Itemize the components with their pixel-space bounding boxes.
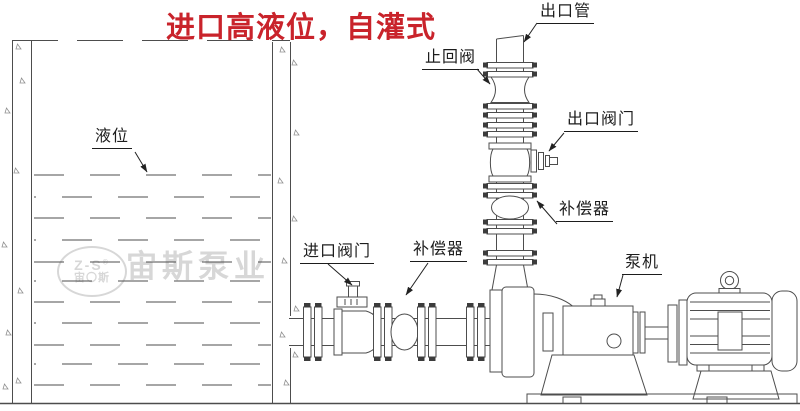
baseplate [526,393,798,404]
suction-compensator [390,313,419,351]
registered-mark-icon: ® [102,259,110,267]
leader-compensator-suction [405,262,429,296]
coupling-flange [632,311,639,354]
motor-foot [696,364,710,372]
leader-pump-unit [616,274,624,298]
leader-compensator-discharge [536,200,558,225]
label-pump-unit: 泵机 [622,254,663,276]
leader-lines [134,22,624,298]
storage-tank [1,40,300,403]
discharge-components [482,62,558,266]
discharge-compensator [491,195,529,220]
pump-casing-plate [489,289,503,373]
page-title: 进口高液位，自灌式 [166,12,437,44]
lifting-eye-icon [720,271,739,290]
watermark-logo-text: Z-S® [74,256,110,273]
leader-liquid-level [134,151,148,173]
liquid-level-lines [34,174,271,386]
motor-end-bell [667,304,678,363]
wall-hatch-marks [1,43,300,390]
label-inlet-valve: 进口阀门 [300,243,375,265]
pump-volute-curve [533,293,573,307]
label-outlet-pipe: 出口管 [537,3,595,25]
pump-vent-cap [593,294,603,300]
label-liquid-level: 液位 [92,128,133,150]
label-compensator-discharge: 补偿器 [556,201,614,223]
leader-check-valve [476,68,491,85]
leader-outlet-valve [548,132,565,152]
motor-end-cap [771,290,798,372]
label-compensator-suction: 补偿器 [410,241,468,263]
outlet-valve-body [488,142,558,183]
pump-bearing-housing [562,305,634,356]
outlet-valve-handwheel [530,149,537,173]
watermark-brand-text: 宙斯泵业 [126,249,270,284]
pump-pedestal [540,354,648,396]
motor-pedestal [692,370,780,400]
pump-drain-plug [606,333,622,349]
motor [667,271,798,400]
leader-inlet-valve [327,263,353,286]
leader-outlet-pipe [523,22,538,43]
pump-casing [501,286,535,378]
outlet-pipe-stub [496,35,524,62]
check-valve [490,76,530,103]
pump [489,286,668,396]
label-check-valve: 止回阀 [422,49,480,71]
suction-components [303,281,486,362]
motor-terminal-block [717,311,743,351]
inlet-valve-stem [348,284,358,298]
discharge-cone [491,264,497,291]
label-outlet-valve: 出口阀门 [564,111,639,133]
